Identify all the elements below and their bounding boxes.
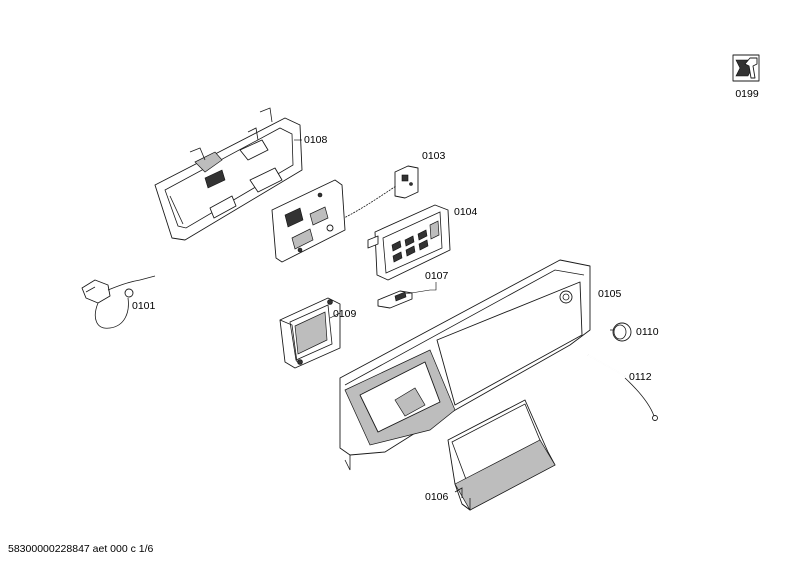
part-label-0112: 0112 [629, 371, 652, 383]
part-label-0110: 0110 [636, 326, 659, 338]
ribbon-cable [339, 185, 397, 221]
power-cord[interactable] [81, 275, 156, 329]
light-guide-rod[interactable] [587, 354, 658, 421]
part-label-0109: 0109 [333, 308, 357, 320]
tools-book-icon[interactable] [732, 54, 760, 82]
part-label-0105: 0105 [598, 288, 622, 300]
part-label-0101: 0101 [132, 300, 156, 312]
control-housing-frame[interactable] [154, 107, 303, 241]
part-label-0199: 0199 [735, 88, 759, 100]
keypad-board[interactable] [367, 204, 451, 281]
control-panel-fascia[interactable] [339, 259, 591, 471]
main-circuit-board[interactable] [271, 179, 346, 263]
small-circuit-board[interactable] [394, 165, 419, 199]
small-component[interactable] [377, 290, 413, 309]
document-id-footer: 58300000228847 aet 000 c 1/6 [8, 543, 154, 555]
part-label-0106: 0106 [425, 491, 449, 503]
control-knob[interactable] [610, 322, 632, 342]
detergent-drawer-handle[interactable] [447, 399, 556, 511]
part-label-0103: 0103 [422, 150, 446, 162]
display-frame[interactable] [279, 297, 341, 369]
part-label-0108: 0108 [304, 134, 328, 146]
part-label-0104: 0104 [454, 206, 478, 218]
part-label-0107: 0107 [425, 270, 449, 282]
